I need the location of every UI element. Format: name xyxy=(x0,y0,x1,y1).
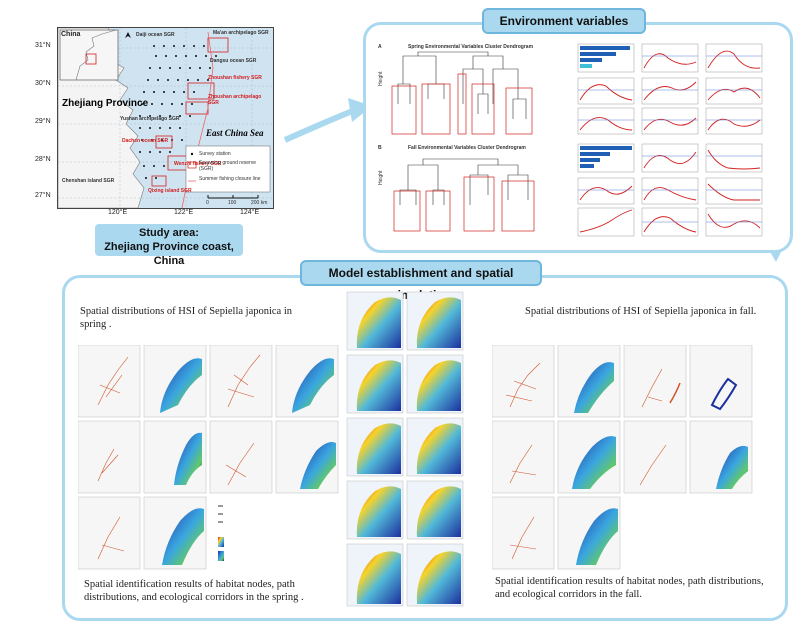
survey-stations xyxy=(139,45,217,179)
spring-corridor-caption: Spatial identification results of habita… xyxy=(84,579,304,603)
fall-hsi-caption: Spatial distributions of HSI of Sepiella… xyxy=(525,306,757,317)
lat-tick: 28°N xyxy=(35,156,51,163)
dendrogram-fall: B Fall Environmental Variables Cluster D… xyxy=(378,145,553,235)
lat-tick: 31°N xyxy=(35,42,51,49)
spring-hsi-caption: Spatial distributions of HSI of Sepiella… xyxy=(80,306,293,330)
lat-tick: 29°N xyxy=(35,118,51,125)
label-china: China xyxy=(61,31,81,38)
sgr-label: Dangsu ocean SGR xyxy=(210,58,257,64)
sgr-label: Yushan archipelago SGR xyxy=(120,116,180,122)
dendrogram-spring: A Spring Environmental Variables Cluster… xyxy=(378,44,553,139)
study-area-map: China Zhejiang Province East China Sea D… xyxy=(57,27,274,209)
label-east-china-sea: East China Sea xyxy=(206,128,264,138)
lat-tick: 27°N xyxy=(35,192,51,199)
scale-100: 100 xyxy=(228,200,237,206)
fishing-closure-line xyxy=(181,31,214,208)
spring-corridor-maps xyxy=(77,344,340,570)
response-curves-spring xyxy=(572,42,772,140)
study-area-caption: Study area: Zhejiang Province coast, Chi… xyxy=(95,224,243,267)
sgr-boxes xyxy=(151,37,229,187)
fall-corridor-maps xyxy=(491,344,754,570)
lon-tick: 124°E xyxy=(240,209,260,216)
panel-a-title: Spring Environmental Variables Cluster D… xyxy=(408,44,534,50)
legend-survey: Survey station xyxy=(199,151,231,157)
hsi-maps-center xyxy=(345,290,465,610)
sgr-label: Qixing island SGR xyxy=(148,188,192,194)
study-area-caption-line2: Zhejiang Province coast, China xyxy=(104,241,234,267)
sgr-label: Zhoushan fishery SGR xyxy=(208,75,262,81)
y-axis-label-a: Height xyxy=(378,71,384,86)
sgr-label: Chenshan island SGR xyxy=(62,178,115,184)
environment-title: Environment variables xyxy=(482,8,646,34)
study-area-caption-line1: Study area: xyxy=(139,227,199,239)
response-curves-fall xyxy=(572,142,772,242)
scale-0: 0 xyxy=(206,200,209,206)
panel-b-label: B xyxy=(378,145,382,151)
lat-tick: 30°N xyxy=(35,80,51,87)
sgr-label: Wenzhi fishery SGR xyxy=(174,161,222,167)
study-area-svg xyxy=(58,28,273,208)
sgr-label: Dachen ocean SGR xyxy=(122,138,169,144)
y-axis-label-b: Height xyxy=(378,170,384,185)
label-zhejiang: Zhejiang Province xyxy=(62,98,149,109)
fall-corridor-caption: Spatial identification results of habita… xyxy=(495,576,764,600)
legend-sgr: Spawning ground reserve (SGR) xyxy=(199,160,256,172)
legend-closure: Summer fishing closure line xyxy=(199,176,261,182)
model-title: Model establishment and spatial simulati… xyxy=(300,260,542,302)
hsi-map-tiles xyxy=(346,291,464,607)
panel-b-title: Fall Environmental Variables Cluster Den… xyxy=(408,145,526,151)
panel-a-label: A xyxy=(378,44,382,50)
lon-tick: 122°E xyxy=(174,209,194,216)
arrow-to-environment xyxy=(283,107,357,143)
lon-tick: 120°E xyxy=(108,209,128,216)
sgr-label: Ma'an archipelago SGR xyxy=(213,30,269,36)
sgr-label: Daiji ocean SGR xyxy=(136,32,175,38)
sgr-label: Zhoushan archipelago SGR xyxy=(208,94,262,106)
scale-200: 200 km xyxy=(251,200,268,206)
